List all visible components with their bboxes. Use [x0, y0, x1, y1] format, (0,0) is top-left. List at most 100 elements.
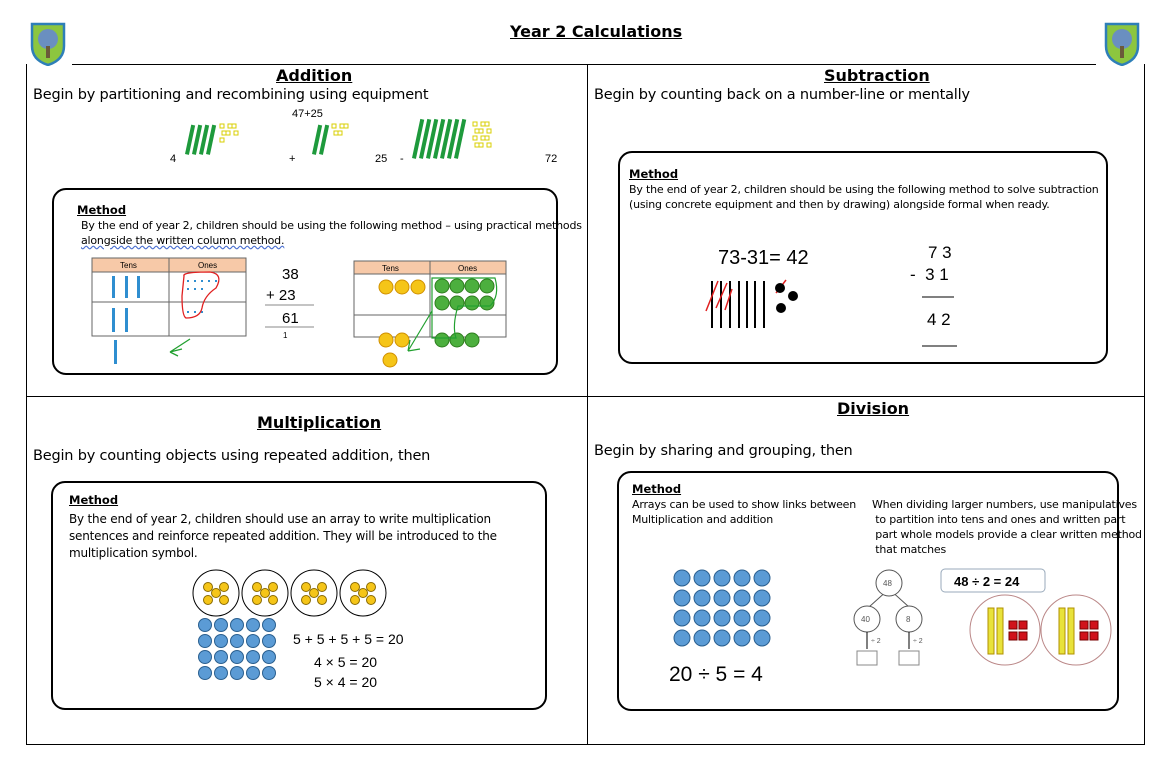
tens-rod — [184, 124, 196, 155]
array-dot — [673, 629, 691, 647]
division-left-text-2: Multiplication and addition — [632, 513, 773, 526]
array-dot — [713, 609, 731, 627]
array-dot — [246, 650, 260, 664]
multiplication-method-text-3: multiplication symbol. — [69, 546, 198, 560]
multiplication-intro: Begin by counting objects using repeated… — [33, 448, 431, 464]
addition-method-box: Method By the end of year 2, children sh… — [52, 188, 582, 375]
multiplication-method-text-2: sentences and reinforce repeated additio… — [69, 529, 497, 543]
counter — [268, 582, 278, 592]
array-dot — [733, 569, 751, 587]
ten-counter — [394, 279, 410, 295]
ten-counter — [378, 279, 394, 295]
share-circle — [1040, 594, 1112, 666]
tens-header: Tens — [120, 261, 137, 270]
ones-cube — [219, 123, 225, 129]
ones-cube — [474, 128, 480, 134]
counter — [252, 582, 262, 592]
array-dot — [693, 609, 711, 627]
ones-cube — [484, 121, 490, 127]
counter — [211, 588, 221, 598]
ones-cube — [331, 123, 337, 129]
tens-rods-25 — [312, 123, 349, 155]
array-dot — [673, 609, 691, 627]
counter — [309, 588, 319, 598]
divide-label-1: ÷ 2 — [871, 638, 881, 645]
ten-counter — [382, 352, 398, 368]
tens-rod — [192, 124, 203, 155]
tens-rods-72 — [412, 118, 492, 159]
array-dot — [246, 666, 260, 680]
tens-rod — [426, 118, 439, 159]
tens-rod — [312, 124, 323, 155]
column-carry: 1 — [283, 331, 288, 340]
ones-cube — [1018, 620, 1028, 630]
one-counter — [449, 278, 465, 294]
division-method-heading: Method — [632, 482, 682, 496]
one-counter — [434, 278, 450, 294]
counter — [358, 588, 368, 598]
subtraction-method-text-1: By the end of year 2, children should be… — [629, 183, 1099, 196]
ones-cube — [478, 128, 484, 134]
part2-value: 8 — [906, 615, 911, 624]
array-dot — [733, 609, 751, 627]
subtraction-method-text-2: (using concrete equipment and then by dr… — [629, 198, 1050, 211]
counter — [203, 595, 213, 605]
counter — [317, 595, 327, 605]
subtraction-intro: Begin by counting back on a number-line … — [594, 87, 970, 103]
array-dot — [262, 666, 276, 680]
ones-cube — [233, 130, 239, 136]
one-counter — [464, 332, 480, 348]
array-dot — [262, 650, 276, 664]
multiplication-equation-2: 5 × 4 = 20 — [314, 674, 377, 690]
one-counter — [464, 278, 480, 294]
column-answer: 61 — [282, 310, 299, 327]
array-dot — [214, 650, 228, 664]
tens-rod — [996, 607, 1004, 655]
multiplication-equation-1: 4 × 5 = 20 — [314, 654, 377, 670]
array-division-equation: 20 ÷ 5 = 4 — [669, 663, 763, 686]
whole-value: 48 — [883, 579, 892, 588]
ones-cube — [1018, 631, 1028, 641]
counter — [219, 595, 229, 605]
array-dot — [753, 569, 771, 587]
array-dot — [693, 589, 711, 607]
counter — [260, 588, 270, 598]
array-dot — [262, 618, 276, 632]
school-logo-right — [1104, 22, 1140, 67]
ones-cube — [480, 121, 486, 127]
addition-method-text-1: By the end of year 2, children should be… — [81, 219, 582, 232]
division-right-text-1: When dividing larger numbers, use manipu… — [872, 498, 1137, 511]
column-second: - 3 1 — [910, 265, 949, 284]
divide-label-2: ÷ 2 — [913, 638, 923, 645]
tens-rod — [439, 118, 453, 159]
subtraction-diagram: 73-31= 42 7 3 - 3 1 4 2 — [705, 243, 957, 347]
ones-cube — [1089, 620, 1099, 630]
multiplication-diagram: 5 + 5 + 5 + 5 = 20 4 × 5 = 20 5 × 4 = 20 — [192, 569, 404, 690]
tens-rod — [453, 118, 467, 159]
addition-title: Addition — [276, 66, 353, 85]
ones-header-2: Ones — [458, 264, 477, 273]
addition-method-text-2: alongside the written column method. — [81, 234, 285, 247]
column-answer: 4 2 — [927, 310, 951, 329]
counter — [350, 595, 360, 605]
counter — [268, 595, 278, 605]
grid-divider-horizontal — [26, 396, 1145, 397]
ones-cube — [484, 135, 490, 141]
array-dot — [230, 666, 244, 680]
ten-counter — [394, 332, 410, 348]
addition-intro: Begin by partitioning and recombining us… — [33, 87, 429, 103]
array-dot — [262, 634, 276, 648]
array-dot — [198, 666, 212, 680]
ten-counter — [378, 332, 394, 348]
ones-header: Ones — [198, 261, 217, 270]
ones-cube — [474, 142, 480, 148]
repeated-addition-equation: 5 + 5 + 5 + 5 = 20 — [293, 631, 404, 647]
division-intro: Begin by sharing and grouping, then — [594, 443, 853, 459]
counter — [350, 582, 360, 592]
counter — [252, 595, 262, 605]
ones-cube — [472, 121, 478, 127]
middle-number: 25 — [375, 153, 387, 165]
ones-cube — [1008, 620, 1018, 630]
division-right-text-4: that matches — [872, 543, 947, 556]
header-rule — [72, 64, 1096, 65]
